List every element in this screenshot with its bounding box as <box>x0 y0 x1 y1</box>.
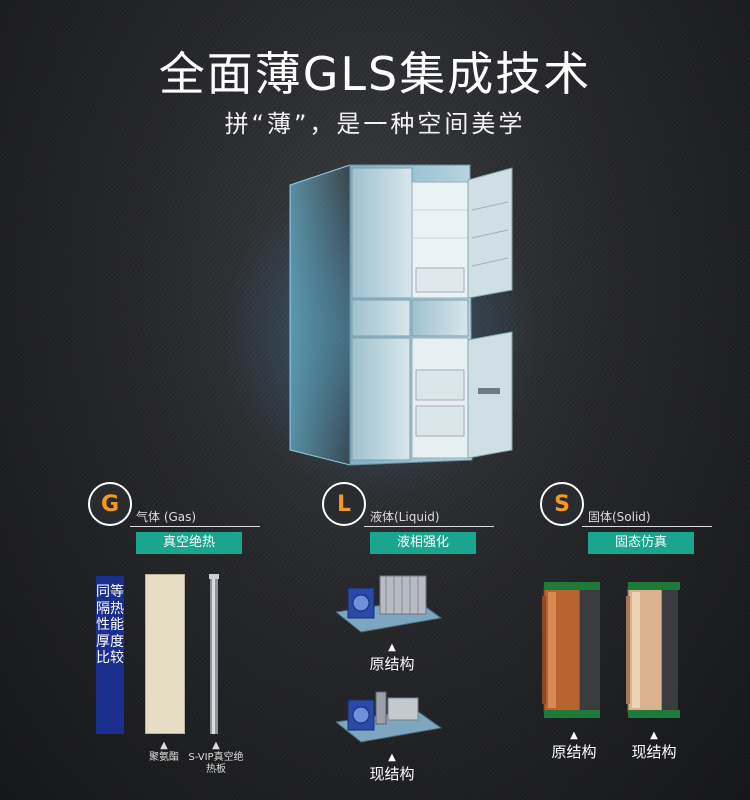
badge-solid: S 固体(Solid) 固态仿真 <box>540 482 740 562</box>
solid-original-structure <box>542 582 600 718</box>
pointer-icon: ▲ <box>160 740 168 751</box>
pointer-icon: ▲ <box>388 752 396 763</box>
page-title: 全面薄GLS集成技术 <box>158 47 592 101</box>
liquid-current-caption: ▲ 现结构 <box>362 752 422 784</box>
polyurethane-board <box>145 574 185 734</box>
solid-current-caption: ▲ 现结构 <box>624 730 684 762</box>
badge-liquid-letter: L <box>322 482 366 526</box>
pointer-icon: ▲ <box>570 730 578 741</box>
page-subtitle: 拼“薄”，是一种空间美学 <box>224 110 526 138</box>
liquid-original-caption: ▲ 原结构 <box>362 642 422 674</box>
badge-gas-tag: 真空绝热 <box>136 532 242 554</box>
thickness-comparison-label: 同等隔热性能厚度比较 <box>96 576 124 734</box>
badge-liquid: L 液体(Liquid) 液相强化 <box>322 482 552 562</box>
badge-gas-line <box>130 526 260 527</box>
fridge-graphic <box>289 164 513 466</box>
badge-solid-phase: 固体(Solid) <box>588 510 651 524</box>
badge-solid-line <box>582 526 712 527</box>
vacuum-panel <box>209 574 219 734</box>
pointer-icon: ▲ <box>212 740 220 751</box>
badge-solid-letter: S <box>540 482 584 526</box>
solid-original-caption: ▲ 原结构 <box>544 730 604 762</box>
fridge-illustration <box>220 160 540 500</box>
pointer-icon: ▲ <box>650 730 658 741</box>
liquid-original-structure <box>336 575 443 633</box>
badge-liquid-line <box>364 526 494 527</box>
badge-gas: G 气体 (Gas) 真空绝热 <box>88 482 318 562</box>
polyurethane-caption: ▲ 聚氨酯 <box>138 740 190 764</box>
badge-gas-phase: 气体 (Gas) <box>136 510 197 524</box>
pointer-icon: ▲ <box>388 642 396 653</box>
solid-current-structure <box>626 582 680 718</box>
vacuum-panel-caption: ▲ S-VIP真空绝热板 <box>184 740 248 776</box>
badge-gas-letter: G <box>88 482 132 526</box>
liquid-current-structure <box>336 691 443 743</box>
badge-liquid-phase: 液体(Liquid) <box>370 510 440 524</box>
badge-solid-tag: 固态仿真 <box>588 532 694 554</box>
badge-liquid-tag: 液相强化 <box>370 532 476 554</box>
